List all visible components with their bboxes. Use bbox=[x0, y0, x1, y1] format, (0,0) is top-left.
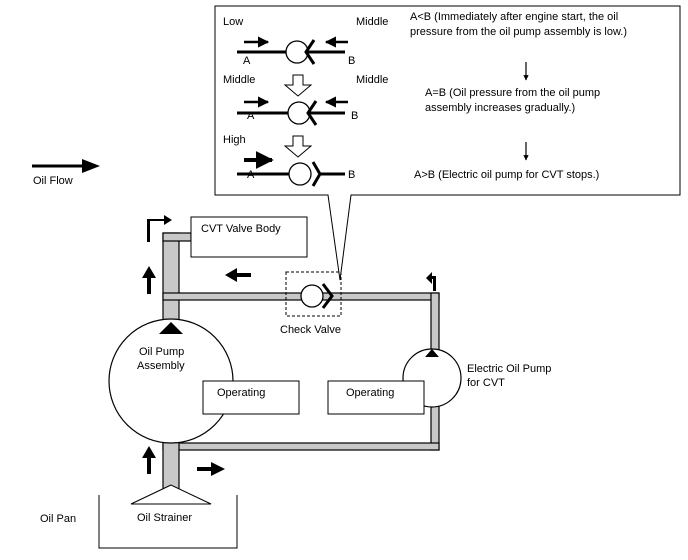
port-a-label: A bbox=[247, 169, 255, 181]
flow-arrow-icon bbox=[142, 266, 156, 294]
check-ball-icon bbox=[300, 284, 324, 308]
check-valve-label: Check Valve bbox=[280, 324, 341, 336]
flow-arrow-icon bbox=[82, 159, 100, 173]
oil-pump-status-box bbox=[202, 380, 300, 415]
check-valve: Check Valve bbox=[280, 271, 342, 336]
condition-text: pressure from the oil pump assembly is l… bbox=[410, 26, 627, 38]
port-b-label: B bbox=[351, 110, 358, 122]
flow-arrow-icon bbox=[225, 268, 251, 282]
oil-pan bbox=[98, 495, 238, 549]
pump-triangle-icon bbox=[159, 322, 183, 334]
oil-pump-label: Oil Pump bbox=[139, 346, 184, 358]
check-valve-callout: Low Middle A B A<B (Immediately after en… bbox=[214, 5, 681, 281]
oil-pump-label: Assembly bbox=[137, 360, 185, 372]
port-a-label: A bbox=[247, 110, 255, 122]
pressure-left-label: Low bbox=[223, 16, 243, 28]
legend: Oil Flow bbox=[32, 159, 100, 187]
pipe-bottom-line bbox=[162, 442, 440, 451]
pump-triangle-icon bbox=[425, 349, 439, 357]
down-arrow-icon bbox=[283, 135, 313, 158]
down-arrow-icon bbox=[283, 74, 313, 97]
legend-label: Oil Flow bbox=[33, 175, 73, 187]
flow-arrows bbox=[142, 215, 436, 476]
electric-oil-pump: Electric Oil Pump for CVT bbox=[402, 348, 551, 408]
port-a-label: A bbox=[243, 55, 251, 67]
port-b-label: B bbox=[348, 169, 355, 181]
cvt-valve-body-label: CVT Valve Body bbox=[201, 223, 281, 235]
condition-text: A>B (Electric oil pump for CVT stops.) bbox=[414, 169, 599, 181]
electric-pump-label: Electric Oil Pump bbox=[467, 363, 551, 375]
pressure-right-label: Middle bbox=[356, 16, 388, 28]
oil-pump-status: Operating bbox=[217, 387, 265, 399]
pipe-right-upper bbox=[430, 292, 440, 359]
electric-pump-status-box bbox=[327, 380, 425, 415]
flow-arrow-icon bbox=[426, 272, 436, 291]
oil-strainer bbox=[130, 484, 212, 505]
pressure-right-label: Middle bbox=[356, 74, 388, 86]
cvt-valve-body bbox=[190, 216, 308, 258]
oil-pump-assembly: Oil Pump Assembly bbox=[108, 318, 234, 444]
condition-text: A=B (Oil pressure from the oil pump bbox=[425, 87, 600, 99]
electric-pump-status: Operating bbox=[346, 387, 394, 399]
electric-pump-label: for CVT bbox=[467, 377, 505, 389]
oil-strainer-label: Oil Strainer bbox=[137, 512, 192, 524]
pipe-pump-to-valve-body bbox=[162, 232, 180, 328]
oil-pan-label: Oil Pan bbox=[40, 513, 76, 525]
pressure-left-label: Middle bbox=[223, 74, 255, 86]
pipe-valve-body-inlet bbox=[162, 232, 192, 242]
flow-arrow-icon bbox=[147, 215, 172, 242]
pressure-left-label: High bbox=[223, 134, 246, 146]
flow-arrow-icon bbox=[197, 462, 225, 476]
condition-text: assembly increases gradually.) bbox=[425, 102, 575, 114]
port-b-label: B bbox=[348, 55, 355, 67]
flow-arrow-icon bbox=[142, 446, 156, 474]
check-ball-icon bbox=[288, 162, 312, 186]
condition-text: A<B (Immediately after engine start, the… bbox=[410, 11, 618, 23]
